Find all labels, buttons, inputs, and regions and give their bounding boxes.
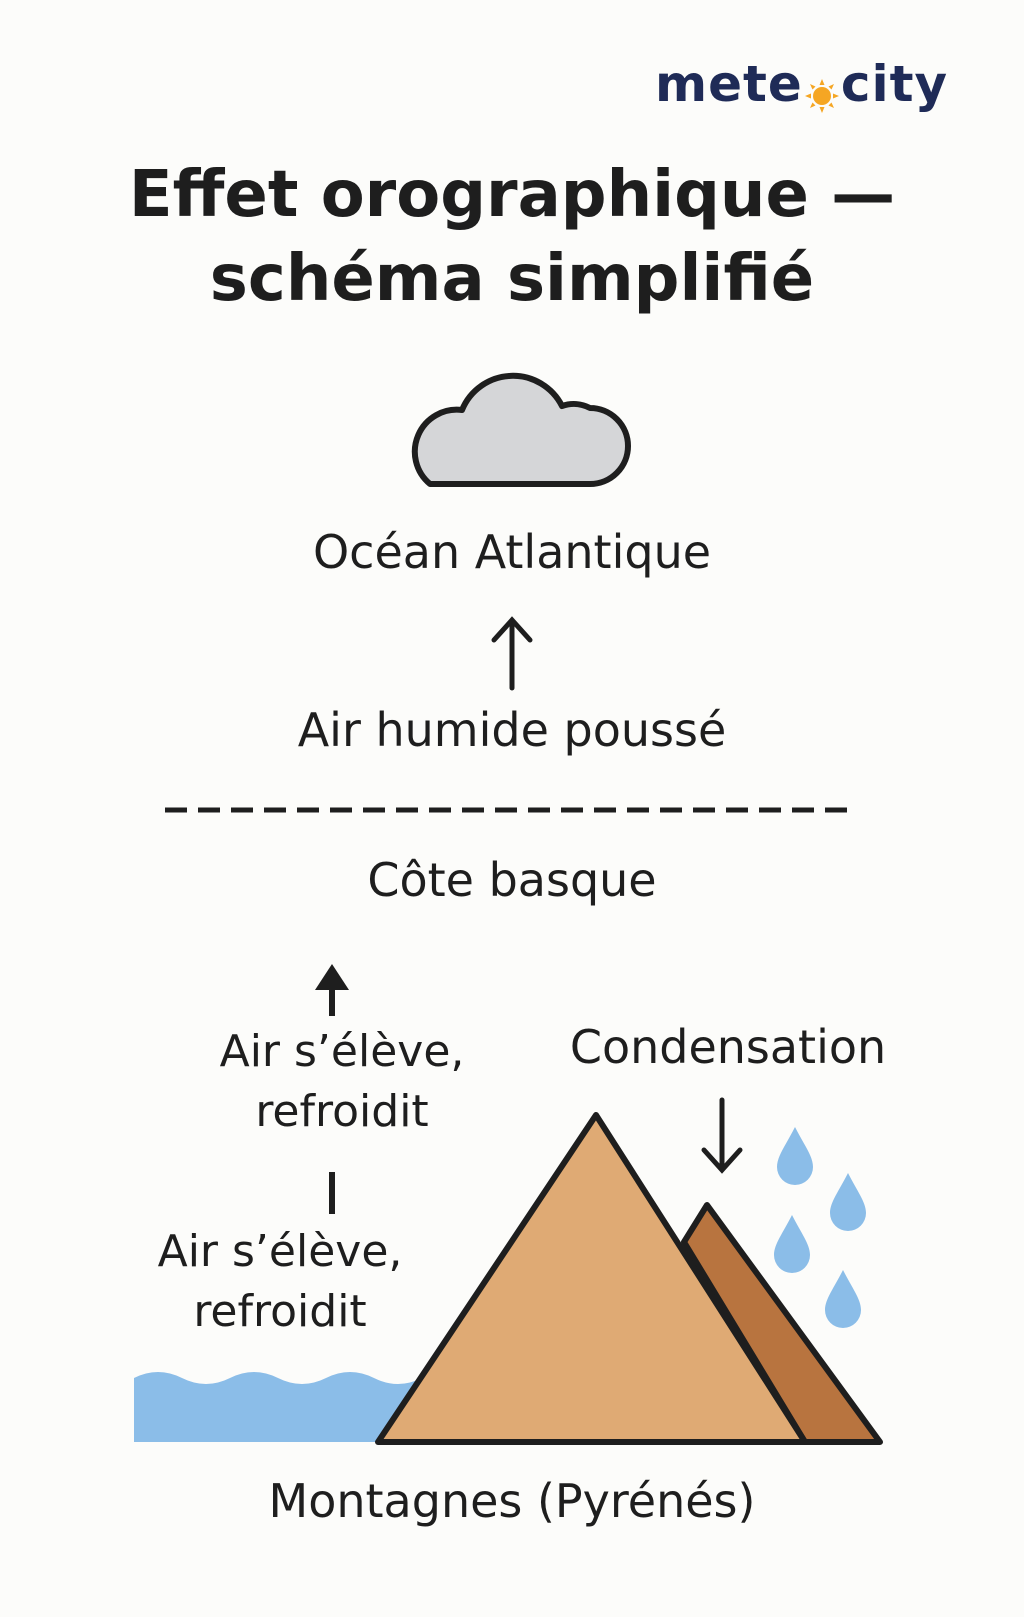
sun-icon xyxy=(804,67,839,113)
ocean-label: Océan Atlantique xyxy=(312,525,712,579)
raindrop-icon xyxy=(825,1270,861,1328)
raindrop-icon xyxy=(777,1127,813,1185)
logo-text-right: city xyxy=(840,55,949,113)
rise-label-upper-line1: Air s’élève, xyxy=(219,1026,465,1077)
mountain-front xyxy=(375,1112,808,1445)
rising-air-arrow-icon xyxy=(315,964,349,1016)
page-title-line-2: schéma simplifié xyxy=(209,242,815,316)
condensation-arrow-icon xyxy=(701,1097,743,1174)
logo-text-left: mete xyxy=(655,55,803,113)
condensation-label: Condensation xyxy=(569,1020,887,1074)
raindrop-icon xyxy=(774,1215,810,1273)
rise-label-upper: Air s’élève, refroidit xyxy=(192,1022,492,1142)
rise-label-lower-line2: refroidit xyxy=(193,1286,367,1337)
rise-label-lower-line1: Air s’élève, xyxy=(157,1226,403,1277)
raindrop-icon xyxy=(830,1173,866,1231)
rise-label-lower: Air s’élève, refroidit xyxy=(130,1222,430,1342)
mountains-label: Montagnes (Pyrénés) xyxy=(268,1474,756,1528)
push-label: Air humide poussé xyxy=(297,703,727,757)
rise-label-upper-line2: refroidit xyxy=(255,1086,429,1137)
coast-label: Côte basque xyxy=(367,853,657,907)
meteocity-logo: mete city xyxy=(655,52,948,116)
cloud-icon xyxy=(411,372,631,487)
sea-water xyxy=(134,1372,422,1442)
arrow-up-icon xyxy=(491,616,533,691)
page-title-line-1: Effet orographique — xyxy=(128,158,896,232)
raindrop-icons xyxy=(774,1127,866,1328)
